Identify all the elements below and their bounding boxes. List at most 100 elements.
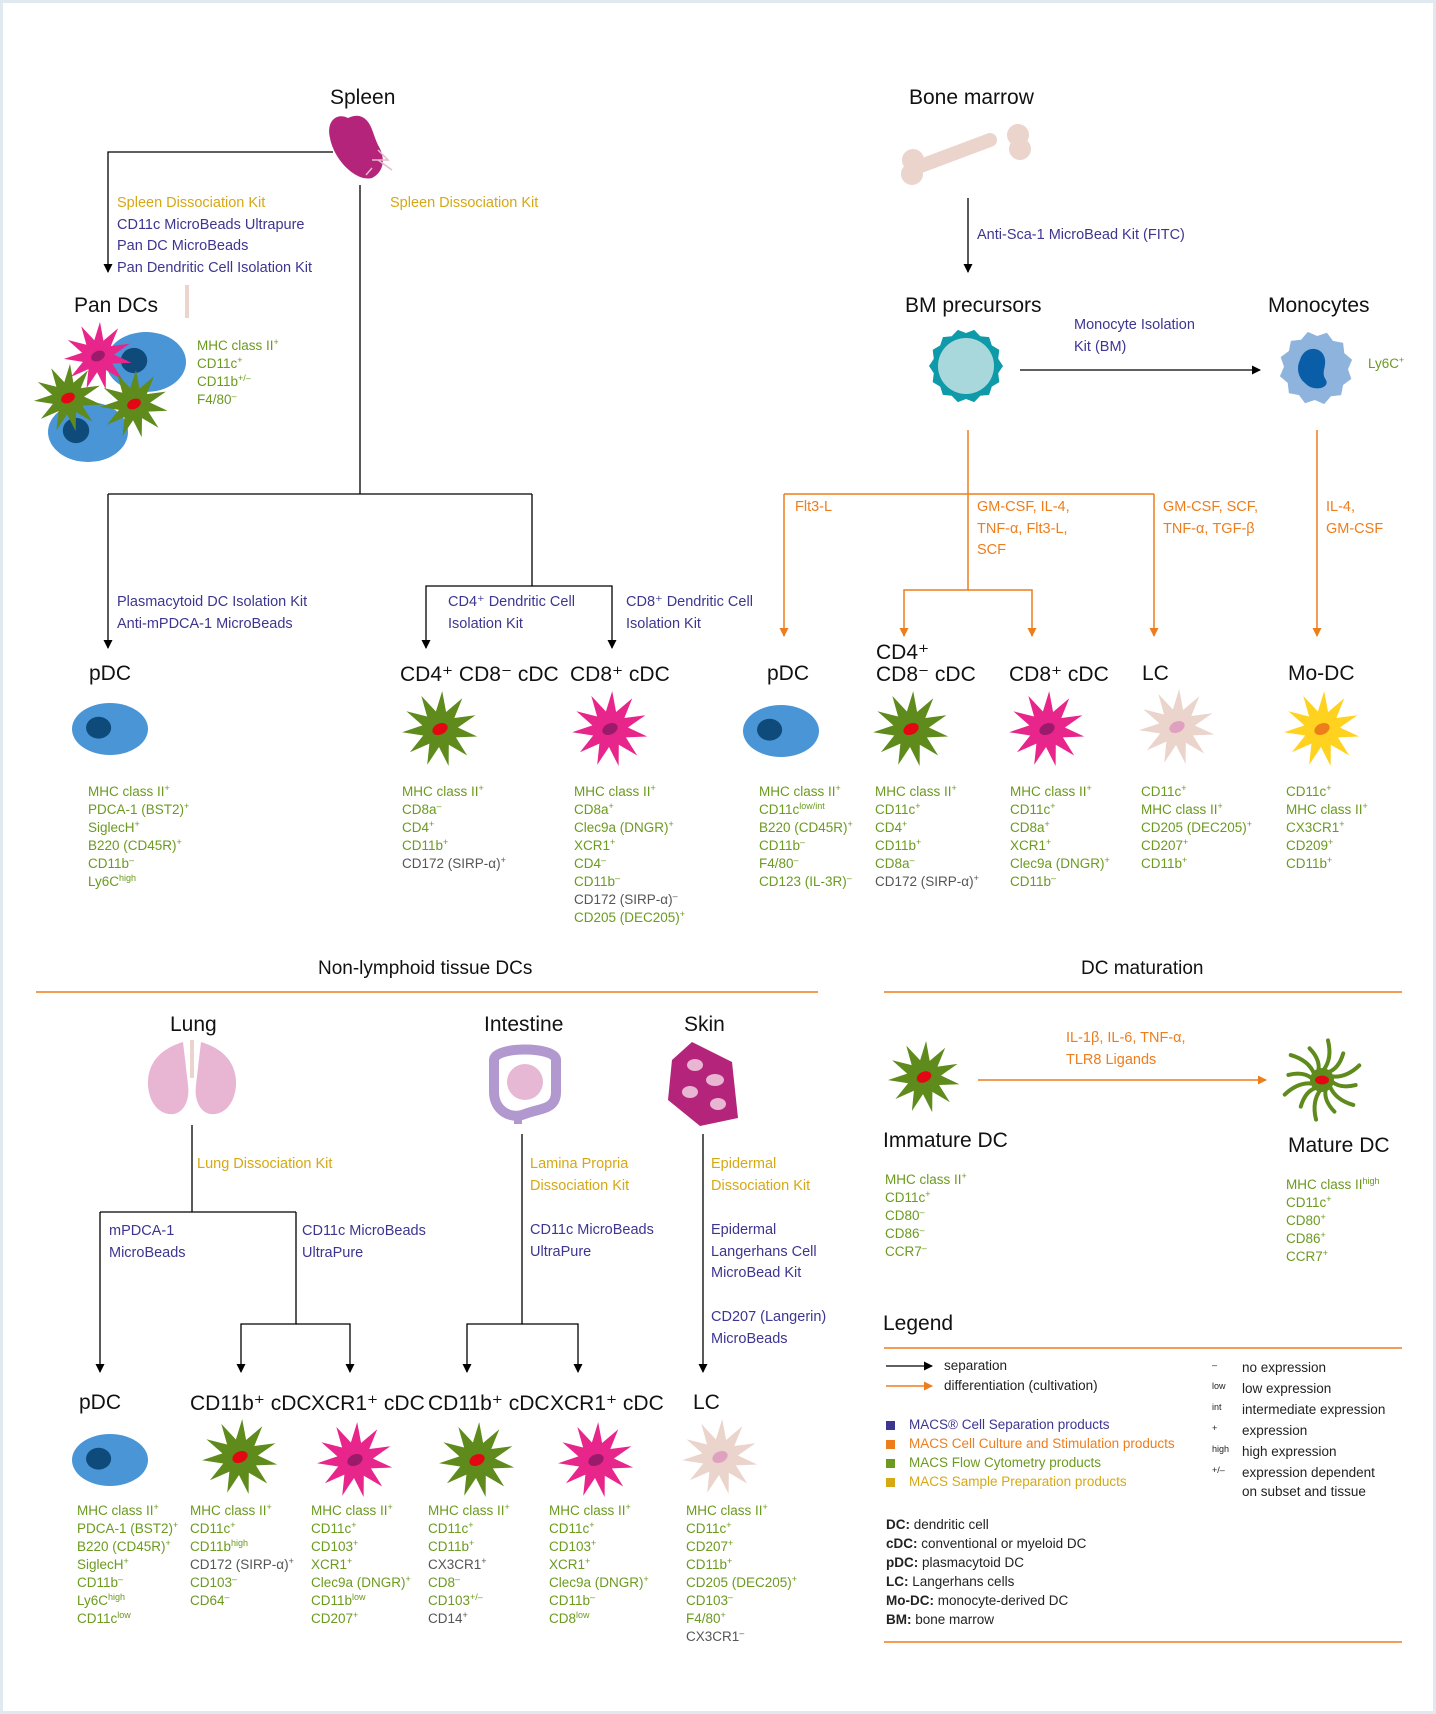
marker-name: CD4: [574, 856, 602, 871]
marker-line: CD11c+: [1286, 1194, 1380, 1212]
markers-immature: MHC class II+CD11c+CD80–CD86–CCR7–: [885, 1171, 967, 1261]
marker-expression: +: [915, 801, 921, 811]
marker-line: CD172 (SIRP-α)–: [574, 891, 685, 909]
marker-line: MHC class II+: [759, 783, 853, 801]
kit-line: Isolation Kit: [626, 615, 701, 632]
legend-product: MACS Sample Preparation products: [886, 1472, 1175, 1491]
marker-expression: +: [273, 337, 279, 347]
marker-name: CD11b: [1010, 874, 1052, 889]
marker-line: CD11c+: [190, 1520, 294, 1538]
markers-spl-cd8: MHC class II+CD8a+Clec9a (DNGR)+XCR1+CD4…: [574, 783, 685, 927]
marker-name: CD103: [428, 1593, 471, 1608]
marker-line: MHC class II+: [686, 1502, 797, 1520]
marker-expression: +: [610, 837, 616, 847]
marker-line: CD4+: [402, 819, 506, 837]
marker-line: CD4–: [574, 855, 685, 873]
marker-line: CD11b+: [402, 837, 506, 855]
marker-expression: +: [184, 801, 190, 811]
marker-name: CD11b: [574, 874, 616, 889]
int-cd11b-cell-icon: [439, 1422, 515, 1497]
marker-name: F4/80: [197, 392, 232, 407]
marker-name: MHC class II: [549, 1503, 626, 1518]
marker-name: CD8: [428, 1575, 456, 1590]
marker-line: MHC class II+: [1141, 801, 1252, 819]
marker-line: XCR1+: [311, 1556, 411, 1574]
kit-line: Spleen Dissociation Kit: [117, 195, 266, 211]
marker-name: CD205 (DEC205): [686, 1575, 792, 1590]
int-cd11b-title: CD11b⁺ cDC: [428, 1392, 550, 1415]
mature-dc-cell-icon: [1282, 1038, 1362, 1122]
legend-expression-text: on subset and tissue: [1242, 1484, 1366, 1499]
marker-expression: +: [835, 783, 841, 793]
marker-line: B220 (CD45R)+: [77, 1538, 178, 1556]
pan-dcs-title: Pan DCs: [74, 294, 159, 317]
marker-line: CD86–: [885, 1225, 967, 1243]
marker-expression: +: [951, 783, 957, 793]
marker-expression: +: [1399, 355, 1405, 365]
marker-expression: +: [165, 1538, 171, 1548]
marker-expression: high: [1362, 1176, 1380, 1186]
marker-expression: –: [1051, 873, 1057, 883]
marker-name: CX3CR1: [428, 1557, 482, 1572]
marker-line: CD64–: [190, 1592, 294, 1610]
marker-expression: –: [672, 891, 678, 901]
legend-product-label: MACS Flow Cytometry products: [909, 1455, 1102, 1470]
marker-line: CD172 (SIRP-α)+: [190, 1556, 294, 1574]
legend-expression-text: intermediate expression: [1242, 1402, 1386, 1417]
legend-abbreviation: LC: Langerhans cells: [886, 1572, 1086, 1591]
marker-name: CD172 (SIRP-α): [402, 856, 501, 871]
marker-name: CX3CR1: [1286, 820, 1340, 835]
kit-line: UltraPure: [302, 1244, 364, 1261]
skin-icon: [668, 1042, 738, 1126]
marker-line: MHC class II+: [402, 783, 506, 801]
marker-line: CD11c+: [197, 355, 279, 373]
marker-line: CD8a+: [574, 801, 685, 819]
marker-name: CD11b: [77, 1575, 119, 1590]
marker-line: MHC class II+: [549, 1502, 649, 1520]
marker-name: CD11c: [197, 356, 238, 371]
kit-line: UltraPure: [530, 1243, 592, 1260]
kit-line: MicroBead Kit: [711, 1265, 802, 1281]
kit-line: CD207 (Langerin): [711, 1309, 827, 1325]
marker-name: B220 (CD45R): [759, 820, 848, 835]
lung-cd11b-title: CD11b⁺ cDC: [190, 1392, 312, 1415]
marker-expression: –: [436, 801, 442, 811]
marker-line: CD14+: [428, 1610, 510, 1628]
legend-product-label: MACS Sample Preparation products: [909, 1474, 1127, 1489]
marker-name: CD11c: [549, 1521, 590, 1536]
legend-expression-row: –no expression: [1212, 1356, 1385, 1377]
marker-line: CX3CR1+: [1286, 819, 1368, 837]
marker-expression: +: [347, 1556, 353, 1566]
marker-expression: +: [791, 1574, 798, 1584]
marker-line: CD8a–: [875, 855, 979, 873]
marker-name: CD11b: [88, 856, 130, 871]
abbreviation-definition: bone marrow: [911, 1612, 995, 1627]
marker-name: Ly6C: [88, 874, 120, 889]
marker-expression: –: [919, 1225, 925, 1235]
marker-expression: +: [650, 783, 656, 793]
kit-line: Langerhans Cell: [711, 1243, 817, 1260]
marker-expression: +: [961, 1171, 967, 1181]
bm-pdc-cell-icon: [743, 705, 819, 757]
marker-name: CD86: [1286, 1231, 1321, 1246]
marker-line: CD103+: [549, 1538, 649, 1556]
spleen-title: Spleen: [330, 86, 396, 109]
markers-bm-lc: CD11c+MHC class II+CD205 (DEC205)+CD207+…: [1141, 783, 1252, 873]
marker-line: MHC class II+: [574, 783, 685, 801]
marker-line: SiglecH+: [88, 819, 189, 837]
bm-lc-title: LC: [1142, 662, 1169, 685]
marker-line: CD11c+: [875, 801, 979, 819]
marker-expression: low: [352, 1592, 366, 1602]
spleen-icon: [329, 115, 393, 179]
marker-name: XCR1: [311, 1557, 348, 1572]
kit-line: Pan Dendritic Cell Isolation Kit: [117, 259, 313, 276]
marker-expression: –: [129, 855, 135, 865]
marker-expression: +: [469, 1538, 475, 1548]
marker-name: CD11b: [197, 374, 239, 389]
marker-name: CD86: [885, 1226, 920, 1241]
marker-name: XCR1: [574, 838, 611, 853]
marker-name: CX3CR1: [686, 1629, 740, 1644]
marker-expression: +: [1181, 783, 1187, 793]
